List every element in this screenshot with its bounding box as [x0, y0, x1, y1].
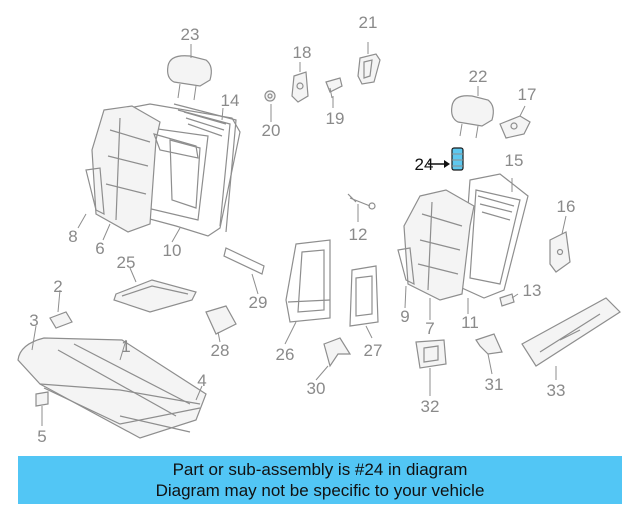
- bracket-32-part: [415, 339, 447, 369]
- callout-20: 20: [262, 121, 281, 140]
- cushion-frame-part: [43, 387, 201, 425]
- callout-15: 15: [505, 151, 524, 170]
- cover-28-part: [205, 305, 237, 335]
- clip-5-part: [35, 391, 49, 407]
- callout-9: 9: [400, 307, 409, 326]
- bolt-part: [347, 193, 376, 210]
- clip-2-part: [49, 311, 73, 329]
- panel-27-part: [349, 265, 379, 327]
- callout-28: 28: [211, 341, 230, 360]
- trim-strip-29-part: [223, 247, 265, 275]
- callout-8: 8: [68, 227, 77, 246]
- callout-25: 25: [117, 253, 136, 272]
- left-headrest-part: [167, 55, 212, 101]
- left-seat-back-cushion-part: [85, 105, 199, 233]
- callout-12: 12: [349, 225, 368, 244]
- banner-line-2: Diagram may not be specific to your vehi…: [155, 481, 485, 500]
- armrest-frame-part: [285, 239, 331, 323]
- callout-14: 14: [221, 91, 240, 110]
- bracket-30-part: [323, 337, 352, 368]
- callout-6: 6: [95, 239, 104, 258]
- callout-30: 30: [307, 379, 326, 398]
- right-seat-back-frame-part: [461, 173, 529, 299]
- callout-32: 32: [421, 397, 440, 416]
- callout-27: 27: [364, 341, 383, 360]
- part-24-highlighted: [428, 147, 464, 171]
- clip-part: [499, 293, 515, 307]
- callout-1: 1: [121, 337, 130, 356]
- latch-part: [499, 115, 531, 139]
- callout-7: 7: [425, 319, 434, 338]
- callout-26: 26: [276, 345, 295, 364]
- callout-3: 3: [29, 311, 38, 330]
- callout-29: 29: [249, 293, 268, 312]
- callout-21: 21: [359, 13, 378, 32]
- callout-5: 5: [37, 427, 46, 446]
- callout-24-highlighted: 24: [415, 155, 434, 174]
- small-hardware-parts: [264, 53, 381, 103]
- seat-cushion-part: [17, 337, 207, 439]
- bracket-part: [549, 231, 571, 273]
- callout-10: 10: [163, 241, 182, 260]
- info-banner: Part or sub-assembly is #24 in diagram D…: [18, 456, 622, 504]
- bracket-31-part: [475, 333, 503, 355]
- callout-22: 22: [469, 67, 488, 86]
- callout-23: 23: [181, 25, 200, 44]
- cover-25-part: [113, 279, 197, 313]
- callout-33: 33: [547, 381, 566, 400]
- seat-parts-diagram: 1 2 3 4 5 6 7 8 9 10 11 12 13 14 15 16 1…: [17, 13, 621, 446]
- right-seat-back-cushion-part: [397, 189, 475, 301]
- right-headrest-part: [451, 95, 494, 139]
- callout-13: 13: [523, 281, 542, 300]
- callout-2: 2: [53, 277, 62, 296]
- callout-16: 16: [557, 197, 576, 216]
- callout-4: 4: [197, 371, 206, 390]
- callout-19: 19: [326, 109, 345, 128]
- callout-18: 18: [293, 43, 312, 62]
- callout-11: 11: [461, 313, 479, 332]
- side-trim-33-part: [521, 297, 621, 367]
- leader-lines: [31, 42, 567, 426]
- callout-31: 31: [485, 375, 504, 394]
- callout-labels: 1 2 3 4 5 6 7 8 9 10 11 12 13 14 15 16 1…: [29, 13, 575, 446]
- banner-line-1: Part or sub-assembly is #24 in diagram: [172, 460, 468, 479]
- callout-17: 17: [518, 85, 537, 104]
